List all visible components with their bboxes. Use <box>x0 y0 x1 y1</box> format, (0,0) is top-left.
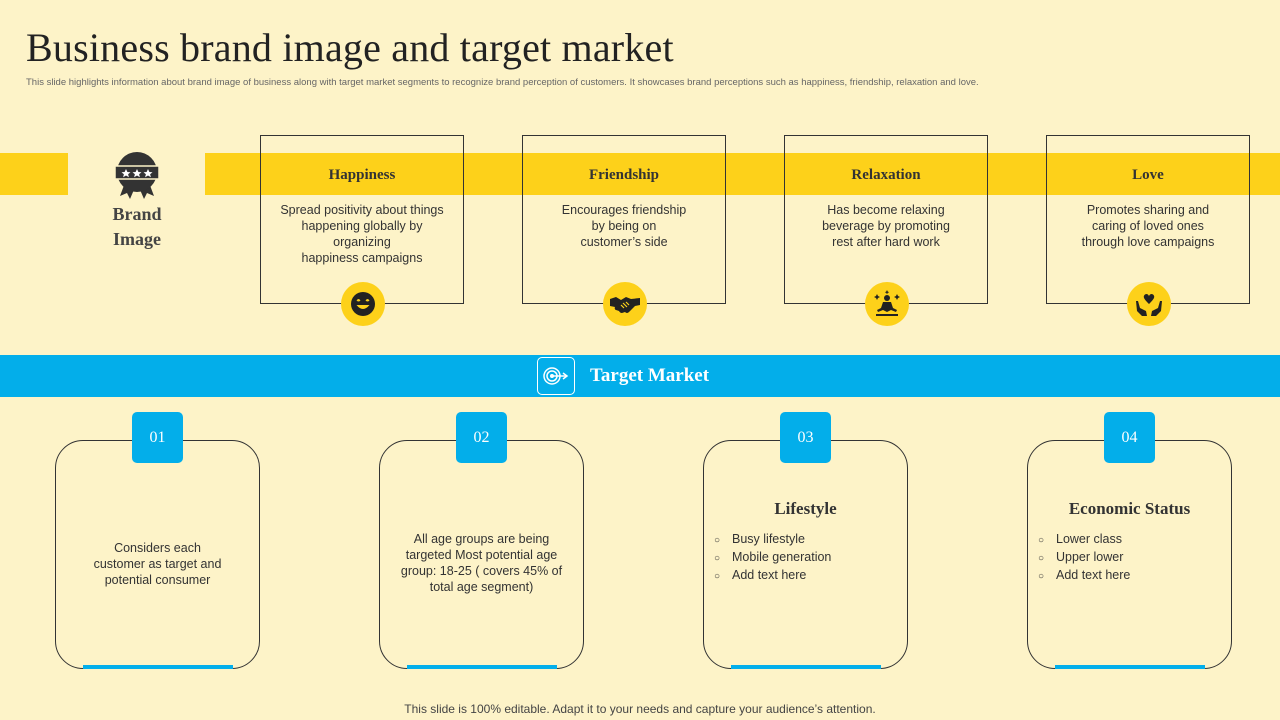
segment-number-badge: 02 <box>456 412 507 463</box>
brand-band-right <box>205 153 1280 195</box>
list-item: Mobile generation <box>714 549 831 567</box>
target-market-band <box>0 355 1280 397</box>
segment-list: Lower class Upper lower Add text here <box>1038 531 1130 585</box>
brand-image-block: Brand Image <box>88 150 186 260</box>
heart-hands-icon <box>1127 282 1171 326</box>
target-icon <box>537 357 575 395</box>
list-item: Lower class <box>1038 531 1130 549</box>
card-accent-line <box>731 665 881 669</box>
segment-text: All age groups are being targeted Most p… <box>400 532 563 594</box>
segment-text: Considers each customer as target and po… <box>93 541 222 587</box>
card-accent-line <box>83 665 233 669</box>
segment-number-badge: 01 <box>132 412 183 463</box>
segment-number-badge: 03 <box>780 412 831 463</box>
perception-text: Has become relaxing beverage by promotin… <box>822 203 950 249</box>
list-item: Upper lower <box>1038 549 1130 567</box>
brand-image-label: Brand Image <box>112 204 162 249</box>
card-accent-line <box>407 665 557 669</box>
footer-note: This slide is 100% editable. Adapt it to… <box>404 702 876 716</box>
segment-list: Busy lifestyle Mobile generation Add tex… <box>714 531 831 585</box>
perception-title: Friendship <box>588 167 660 183</box>
segment-card-02: All age groups are being targeted Most p… <box>379 440 584 669</box>
perception-text: Spread positivity about things happening… <box>280 203 444 265</box>
award-badge-icon <box>114 152 160 199</box>
target-market-title: Target Market <box>590 365 710 386</box>
list-item: Add text here <box>714 567 831 585</box>
segment-heading: Lifestyle <box>774 499 837 518</box>
segment-number-badge: 04 <box>1104 412 1155 463</box>
perception-card-relaxation: Relaxation Has become relaxing beverage … <box>784 135 988 326</box>
meditation-icon <box>865 282 909 326</box>
perception-text: Promotes sharing and caring of loved one… <box>1081 203 1215 249</box>
brand-band-left <box>0 153 68 195</box>
segment-card-04: Economic Status Lower class Upper lower … <box>1027 440 1232 669</box>
page-subtitle: This slide highlights information about … <box>26 77 979 88</box>
perception-card-love: Love Promotes sharing and caring of love… <box>1046 135 1250 326</box>
page-title: Business brand image and target market <box>26 25 674 70</box>
segment-heading: Economic Status <box>1068 499 1191 518</box>
perception-card-friendship: Friendship Encourages friendship by bein… <box>522 135 726 326</box>
list-item: Add text here <box>1038 567 1130 585</box>
list-item: Busy lifestyle <box>714 531 831 549</box>
smiley-icon <box>341 282 385 326</box>
perception-title: Relaxation <box>851 167 921 183</box>
perception-text: Encourages friendship by being on custom… <box>561 203 687 249</box>
card-accent-line <box>1055 665 1205 669</box>
segment-card-03: Lifestyle Busy lifestyle Mobile generati… <box>703 440 908 669</box>
perception-title: Happiness <box>328 167 396 183</box>
perception-card-happiness: Happiness Spread positivity about things… <box>260 135 464 326</box>
segment-card-01: Considers each customer as target and po… <box>55 440 260 669</box>
handshake-icon <box>603 282 647 326</box>
perception-title: Love <box>1132 167 1164 183</box>
